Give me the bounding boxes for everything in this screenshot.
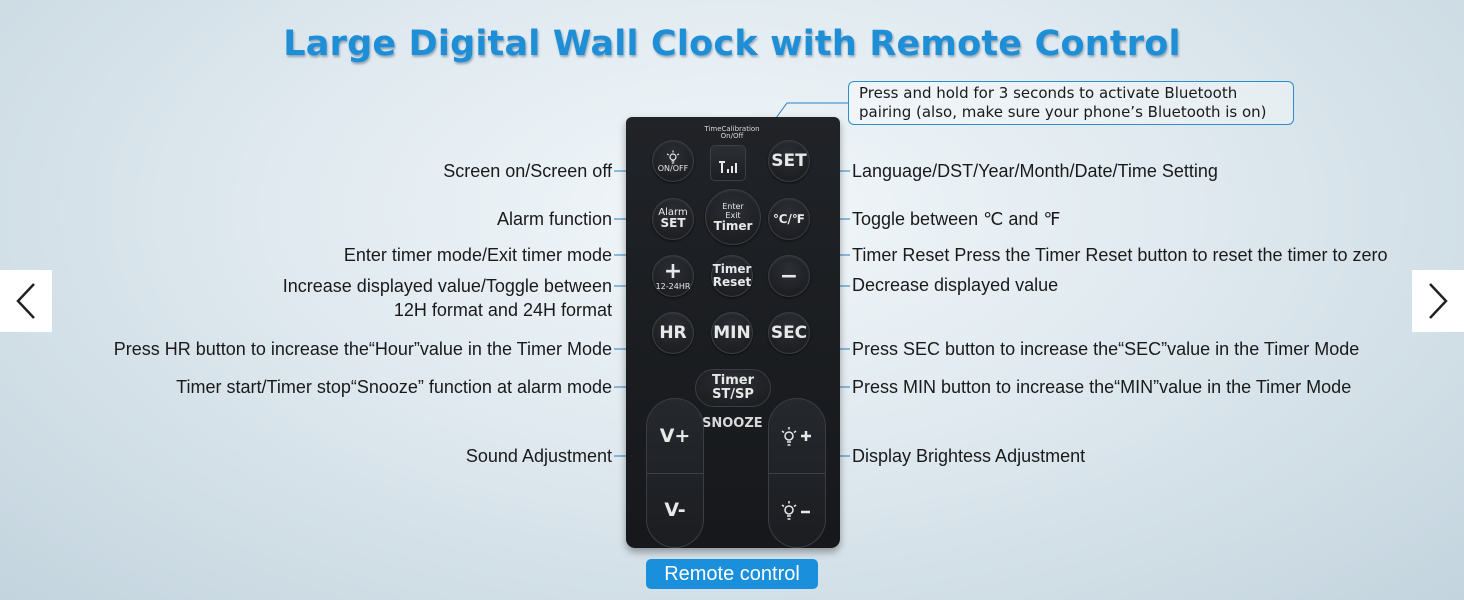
- label-decrease: Decrease displayed value: [852, 275, 1059, 295]
- label-hr-button: Press HR button to increase the“Hour”val…: [113, 339, 612, 359]
- timer-start-stop-line1: Timer: [711, 373, 755, 388]
- next-arrow-button[interactable]: [1412, 270, 1464, 332]
- sec-button-label: SEC: [770, 323, 808, 343]
- brightness-up-button[interactable]: [769, 399, 825, 473]
- onoff-text: ON/OFF: [657, 163, 689, 173]
- timer-start-stop-button[interactable]: Timer ST/SP: [695, 369, 771, 407]
- label-alarm-function: Alarm function: [496, 209, 612, 229]
- signal-icon: [719, 161, 737, 173]
- label-sound-adjustment: Sound Adjustment: [465, 446, 612, 466]
- time-calibration-label-line2: On/Off: [720, 132, 744, 140]
- label-timer-mode: Enter timer mode/Exit timer mode: [343, 245, 612, 265]
- label-settings: Language/DST/Year/Month/Date/Time Settin…: [852, 161, 1218, 181]
- time-calibration-label: TimeCalibration On/Off: [694, 126, 770, 140]
- sec-button[interactable]: SEC: [768, 312, 810, 354]
- alarm-set-line1: Alarm: [658, 207, 688, 218]
- brightness-down-button[interactable]: [769, 473, 825, 547]
- temp-toggle-button[interactable]: ℃/℉: [768, 198, 810, 240]
- volume-rocker: V+ V-: [646, 398, 704, 548]
- timer-reset-line1: Timer: [712, 262, 752, 276]
- hr-button[interactable]: HR: [652, 312, 694, 354]
- plus-icon: +: [663, 258, 683, 284]
- label-timer-reset: Timer Reset Press the Timer Reset button…: [852, 245, 1388, 265]
- volume-up-button[interactable]: V+: [659, 425, 691, 447]
- timer-start-stop-line2: ST/SP: [712, 387, 754, 402]
- minus-button[interactable]: −: [768, 255, 810, 297]
- brightness-rocker: [768, 398, 826, 548]
- label-min-button: Press MIN button to increase the“MIN”val…: [852, 377, 1352, 397]
- time-calibration-button[interactable]: [710, 145, 746, 181]
- min-button[interactable]: MIN: [711, 312, 753, 354]
- brightness-up-icon: [781, 427, 811, 446]
- hr-button-label: HR: [659, 323, 687, 343]
- min-button-label: MIN: [713, 323, 751, 343]
- alarm-set-line2: SET: [660, 216, 686, 230]
- chevron-left-icon: [16, 283, 35, 319]
- chevron-right-icon: [1429, 283, 1448, 319]
- brightness-rocker-divider: [769, 473, 825, 474]
- label-brightness: Display Brightess Adjustment: [852, 446, 1086, 466]
- minus-icon: −: [779, 263, 799, 289]
- bluetooth-note-line1: Press and hold for 3 seconds to activate…: [859, 84, 1238, 102]
- timer-reset-line2: Reset: [712, 275, 752, 289]
- bluetooth-note-line2: pairing (also, make sure your phone’s Bl…: [859, 103, 1267, 121]
- volume-down-button[interactable]: V-: [664, 499, 686, 521]
- set-button-label: SET: [771, 151, 807, 171]
- prev-arrow-button[interactable]: [0, 270, 52, 332]
- plus-button[interactable]: + 12-24HR: [652, 255, 694, 297]
- label-timer-start: Timer start/Timer stop“Snooze” function …: [176, 377, 612, 397]
- brightness-down-icon: [781, 501, 810, 520]
- time-calibration-label-line1: TimeCalibration: [704, 125, 760, 133]
- snooze-label: SNOOZE: [702, 416, 763, 431]
- label-increase-line1: Increase displayed value/Toggle between: [282, 276, 612, 296]
- volume-rocker-divider: [647, 473, 703, 474]
- timer-reset-button[interactable]: Timer Reset: [711, 255, 753, 297]
- temp-toggle-label: ℃/℉: [773, 211, 805, 226]
- label-increase-line2: 12H format and 24H format: [393, 300, 612, 320]
- bulb-icon: [666, 150, 680, 164]
- label-toggle-temp: Toggle between ℃ and ℉: [852, 209, 1061, 229]
- enter-text: Enter: [722, 201, 744, 211]
- bluetooth-note: Press and hold for 3 seconds to activate…: [848, 81, 1294, 125]
- label-screen-onoff: Screen on/Screen off: [443, 161, 612, 181]
- label-sec-button: Press SEC button to increase the“SEC”val…: [852, 339, 1360, 359]
- alarm-set-button[interactable]: Alarm SET: [652, 198, 694, 240]
- page-title: Large Digital Wall Clock with Remote Con…: [283, 24, 1181, 64]
- remote-control-caption: Remote control: [646, 559, 818, 589]
- set-button[interactable]: SET: [768, 140, 810, 182]
- plus-sub-label: 12-24HR: [655, 281, 691, 291]
- timer-text: Timer: [713, 218, 753, 233]
- enter-exit-timer-button[interactable]: Enter Exit Timer: [705, 189, 761, 245]
- screen-onoff-button[interactable]: ON/OFF: [652, 140, 694, 182]
- exit-text: Exit: [725, 210, 741, 220]
